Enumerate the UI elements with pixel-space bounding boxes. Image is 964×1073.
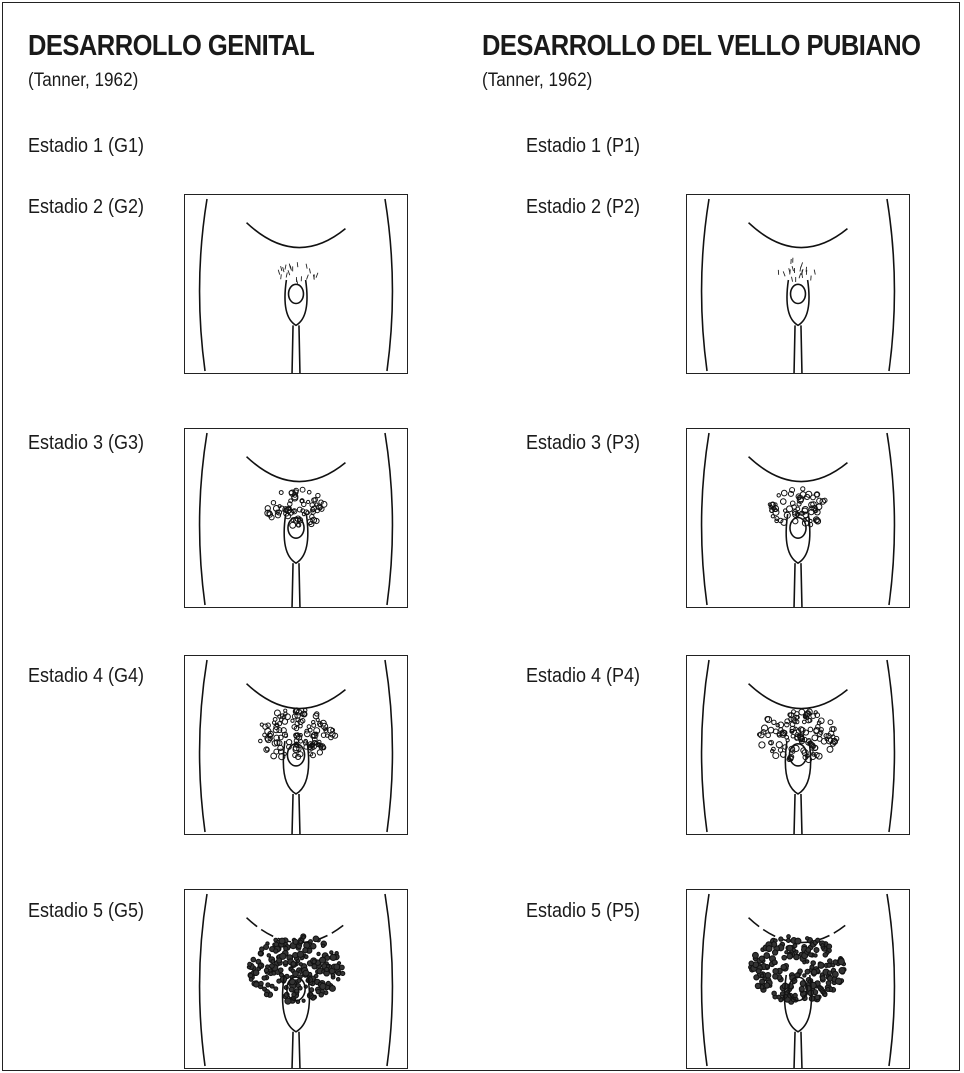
line-drawing xyxy=(687,656,909,834)
abdomen-curve xyxy=(749,684,848,709)
left-thigh-line xyxy=(702,199,709,371)
line-drawing xyxy=(687,195,909,373)
stage-label-p2: Estadio 2 (P2) xyxy=(526,196,640,219)
right-thigh-line xyxy=(887,433,894,605)
pubic-hair-cluster xyxy=(768,487,827,527)
line-drawing xyxy=(185,656,407,834)
inner-leg-lines xyxy=(292,563,300,607)
inner-leg-lines xyxy=(794,325,802,373)
pubic-hair-heading: DESARROLLO DEL VELLO PUBIANO xyxy=(482,30,920,63)
line-drawing xyxy=(185,429,407,607)
stage-label-g4: Estadio 4 (G4) xyxy=(28,665,144,688)
stage-label-p4: Estadio 4 (P4) xyxy=(526,665,640,688)
right-thigh-line xyxy=(385,199,392,371)
inner-leg-lines xyxy=(794,794,802,834)
abdomen-curve xyxy=(749,223,848,248)
right-thigh-line xyxy=(385,433,392,605)
left-thigh-line xyxy=(200,660,207,832)
pubic-hair-cluster xyxy=(259,708,338,760)
inner-leg-lines xyxy=(292,1032,300,1068)
pubic-hair-cluster xyxy=(247,934,345,1004)
pubic-hair-cluster xyxy=(265,487,327,528)
inner-leg-lines xyxy=(794,1032,802,1068)
abdomen-curve xyxy=(749,457,848,482)
pubic-hair-cluster xyxy=(278,262,318,284)
illustration-g4 xyxy=(184,655,408,835)
stage-label-p1: Estadio 1 (P1) xyxy=(526,135,640,158)
stage-label-g3: Estadio 3 (G3) xyxy=(28,432,144,455)
stage-label-g5: Estadio 5 (G5) xyxy=(28,900,144,923)
right-thigh-line xyxy=(887,894,894,1066)
line-drawing xyxy=(687,429,909,607)
genital-detail xyxy=(289,284,304,303)
left-thigh-line xyxy=(200,894,207,1066)
illustration-p2 xyxy=(686,194,910,374)
inner-leg-lines xyxy=(794,563,802,607)
illustration-p4 xyxy=(686,655,910,835)
illustration-g5 xyxy=(184,889,408,1069)
pubic-hair-citation: (Tanner, 1962) xyxy=(482,70,592,92)
genital-development-heading: DESARROLLO GENITAL xyxy=(28,30,314,63)
line-drawing xyxy=(687,890,909,1068)
left-thigh-line xyxy=(702,660,709,832)
inner-leg-lines xyxy=(292,325,300,373)
line-drawing xyxy=(185,890,407,1068)
pubic-hair-cluster xyxy=(757,709,838,763)
stage-label-g1: Estadio 1 (G1) xyxy=(28,135,144,158)
genital-development-citation: (Tanner, 1962) xyxy=(28,70,138,92)
abdomen-curve xyxy=(247,457,346,482)
stage-label-g2: Estadio 2 (G2) xyxy=(28,196,144,219)
left-thigh-line xyxy=(200,199,207,371)
right-thigh-line xyxy=(385,894,392,1066)
left-thigh-line xyxy=(702,894,709,1066)
abdomen-curve xyxy=(247,223,346,248)
inner-leg-lines xyxy=(292,794,300,834)
right-thigh-line xyxy=(887,199,894,371)
illustration-p5 xyxy=(686,889,910,1069)
right-thigh-line xyxy=(385,660,392,832)
abdomen-curve xyxy=(247,684,346,709)
illustration-p3 xyxy=(686,428,910,608)
left-thigh-line xyxy=(200,433,207,605)
genital-detail xyxy=(791,284,806,303)
illustration-g3 xyxy=(184,428,408,608)
line-drawing xyxy=(185,195,407,373)
illustration-g2 xyxy=(184,194,408,374)
pubic-hair-cluster xyxy=(778,258,815,282)
pubic-hair-cluster xyxy=(749,935,846,1005)
right-thigh-line xyxy=(887,660,894,832)
stage-label-p5: Estadio 5 (P5) xyxy=(526,900,640,923)
left-thigh-line xyxy=(702,433,709,605)
stage-label-p3: Estadio 3 (P3) xyxy=(526,432,640,455)
